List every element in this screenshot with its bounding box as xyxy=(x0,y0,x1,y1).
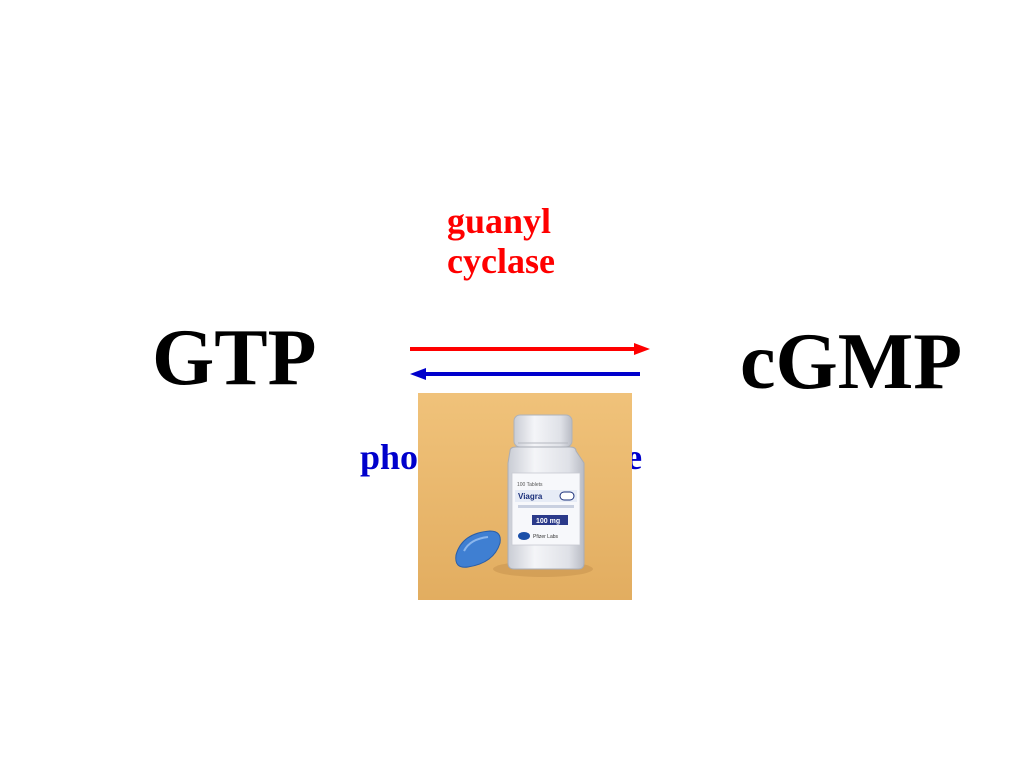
label-count: 100 Tablets xyxy=(517,482,543,488)
label-dose: 100 mg xyxy=(536,518,560,525)
reaction-arrows xyxy=(410,343,650,380)
label-brand: Viagra xyxy=(518,492,543,501)
bottle-label: 100 Tablets Viagra 100 mg Pfizer Labs xyxy=(511,472,581,546)
forward-arrow-head xyxy=(634,343,650,355)
reverse-arrow-head xyxy=(410,368,426,380)
product-cgmp: cGMP xyxy=(740,318,963,406)
viagra-bottle-photo: 100 Tablets Viagra 100 mg Pfizer Labs xyxy=(418,393,632,600)
substrate-gtp: GTP xyxy=(152,314,317,402)
dose-badge xyxy=(532,515,568,525)
forward-enzyme-label: guanyl cyclase xyxy=(447,201,555,281)
forward-enzyme-line1: guanyl xyxy=(447,201,552,241)
forward-enzyme-line2: cyclase xyxy=(447,240,555,281)
bottle-cap xyxy=(513,414,573,448)
blue-pill-icon xyxy=(455,530,501,568)
label-maker: Pfizer Labs xyxy=(533,534,559,540)
maker-logo-icon xyxy=(518,532,530,540)
